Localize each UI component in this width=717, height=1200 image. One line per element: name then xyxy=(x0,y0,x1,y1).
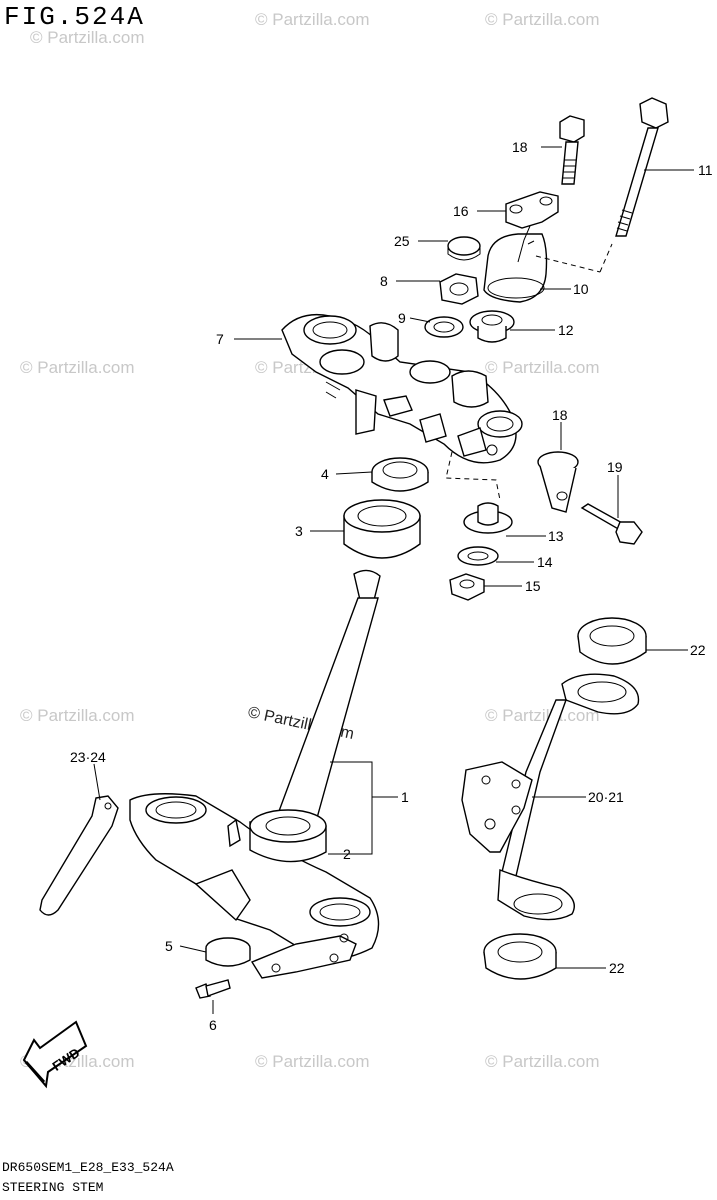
bolt-11 xyxy=(615,97,669,237)
watermark: © Partzilla.com xyxy=(20,706,135,725)
grommet-22-upper xyxy=(577,617,647,665)
bracket-23-24 xyxy=(39,795,119,916)
clamp-16 xyxy=(505,191,559,229)
callout-18: 18 xyxy=(552,407,568,423)
nut-8 xyxy=(439,273,479,305)
cap-25 xyxy=(447,236,481,256)
watermark: © Partzilla.com xyxy=(20,358,135,377)
bolt-17 xyxy=(559,115,585,185)
upper-bracket-7 xyxy=(281,313,523,501)
bolt-19 xyxy=(580,503,643,545)
callout-19: 19 xyxy=(607,459,623,475)
callout-16: 16 xyxy=(453,203,469,219)
washer-14 xyxy=(457,546,499,566)
callout-22-upper: 22 xyxy=(690,642,706,658)
callout-4: 4 xyxy=(321,466,329,482)
watermark: © Partzilla.com xyxy=(255,10,370,29)
fwd-arrow: FWD xyxy=(22,1020,88,1089)
clamp-18 xyxy=(537,451,579,513)
callout-22-lower: 22 xyxy=(609,960,625,976)
callout-5: 5 xyxy=(165,938,173,954)
bolt-6 xyxy=(195,979,231,999)
callout-2: 2 xyxy=(343,846,351,862)
callout-9: 9 xyxy=(398,310,406,326)
holder-10 xyxy=(483,233,548,303)
leader-lines xyxy=(93,146,694,1014)
callout-20-21: 20·21 xyxy=(588,789,624,805)
grommet-22-lower xyxy=(483,933,557,980)
watermark: © Partzilla.com xyxy=(485,706,600,725)
callout-17: 18 xyxy=(512,139,528,155)
callout-11: 11 xyxy=(698,162,713,178)
steering-stem-1 xyxy=(129,569,381,979)
bracket-20-21 xyxy=(461,673,640,921)
callout-23-24: 23·24 xyxy=(70,749,106,765)
model-code: DR650SEM1_E28_E33_524A xyxy=(2,1160,174,1175)
damper-13 xyxy=(463,502,513,534)
watermark: © Partzilla.com xyxy=(255,1052,370,1071)
callout-7: 7 xyxy=(216,331,224,347)
watermark: © Partzilla.com xyxy=(485,1052,600,1071)
watermark: © Partzilla.com xyxy=(485,358,600,377)
watermark: © Partzilla.com xyxy=(30,28,145,47)
figure-title: FIG.524A xyxy=(4,2,145,32)
washer-9 xyxy=(424,316,464,338)
callout-25: 25 xyxy=(394,233,410,249)
callout-15: 15 xyxy=(525,578,541,594)
callout-8: 8 xyxy=(380,273,388,289)
nut-15 xyxy=(449,573,485,601)
callout-14: 14 xyxy=(537,554,553,570)
callout-3: 3 xyxy=(295,523,303,539)
watermark: © Partzilla.com xyxy=(485,10,600,29)
callout-1: 1 xyxy=(401,789,409,805)
callout-13: 13 xyxy=(548,528,564,544)
damper-12 xyxy=(469,310,515,343)
ring-nut-4 xyxy=(371,457,429,492)
section-name: STEERING STEM xyxy=(2,1180,104,1195)
callout-6: 6 xyxy=(209,1017,217,1033)
callout-12: 12 xyxy=(558,322,574,338)
cap-5 xyxy=(205,937,251,967)
bearing-3 xyxy=(343,499,421,559)
callout-10: 10 xyxy=(573,281,589,297)
